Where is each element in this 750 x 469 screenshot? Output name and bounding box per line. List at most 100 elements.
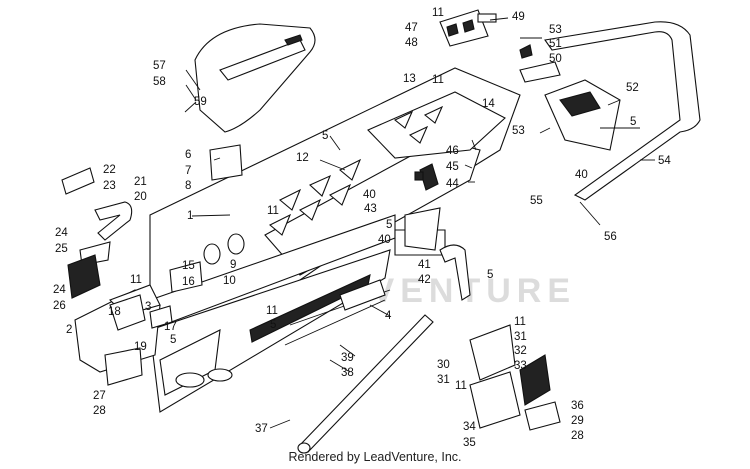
callout-55: 55: [530, 195, 543, 207]
callout-3: 3: [145, 301, 151, 313]
rear-bumper: [544, 21, 701, 201]
part-10-grommet: [227, 233, 245, 255]
callout-49: 49: [512, 11, 525, 23]
part-16-box: [169, 261, 203, 293]
hitch-bolt: [477, 13, 497, 23]
hitch-block: [439, 9, 497, 47]
footrest-hole-1: [175, 372, 205, 388]
callout-2: 2: [66, 324, 72, 336]
callout-4: 4: [385, 310, 392, 322]
callout-56: 56: [604, 231, 617, 243]
part-17-clip: [149, 305, 173, 329]
mount-tab: [519, 44, 533, 59]
bumper-tube: [544, 21, 701, 201]
callout-31b: 31: [437, 374, 450, 386]
callout-28a: 28: [93, 405, 106, 417]
vent-grille: [419, 163, 439, 191]
part-34-panel: [469, 371, 521, 429]
callout-31a: 31: [514, 331, 527, 343]
callout-6: 6: [185, 149, 191, 161]
right-parts: [404, 171, 561, 431]
callout-9: 9: [230, 259, 236, 271]
part-4-bracket: [339, 279, 386, 311]
rear-deck-panel: [367, 91, 506, 159]
callout-11d: 11: [130, 274, 142, 286]
callout-24a: 24: [55, 227, 68, 239]
callout-11c: 11: [267, 205, 279, 217]
callout-5c: 5: [487, 269, 493, 281]
callout-27: 27: [93, 390, 106, 402]
part-18-plate: [109, 294, 146, 331]
callout-24b: 24: [53, 284, 66, 296]
callout-46: 46: [446, 145, 459, 157]
seat-badge: [284, 34, 303, 46]
part-8-bracket: [209, 144, 243, 181]
part-30-panel: [469, 324, 516, 381]
part-9-grommet: [203, 243, 221, 265]
callout-40b: 40: [378, 234, 391, 246]
callout-13: 13: [403, 73, 416, 85]
callout-37: 37: [255, 423, 268, 435]
callout-41: 41: [418, 259, 431, 271]
callout-52: 52: [626, 82, 639, 94]
tunnel-cutouts: [269, 105, 444, 236]
callout-labels: 1 2 3 4 5 5 5 5 5 5 6 7 8 9 10 11 11 11 …: [53, 7, 671, 449]
callout-40c: 40: [575, 169, 588, 181]
part-29-plate: [524, 401, 561, 431]
callout-18: 18: [108, 306, 121, 318]
leader-lines: [184, 17, 655, 429]
callout-7: 7: [185, 165, 191, 177]
callout-11b: 11: [432, 74, 444, 86]
callout-5f: 5: [170, 334, 176, 346]
callout-51: 51: [549, 38, 562, 50]
callout-5d: 5: [630, 116, 636, 128]
callout-5b: 5: [386, 219, 392, 231]
callout-26: 26: [53, 300, 66, 312]
callout-57: 57: [153, 60, 166, 72]
footrest-hole-2: [207, 368, 233, 382]
part-41-bracket: [404, 207, 441, 251]
callout-58: 58: [153, 76, 166, 88]
callout-28b: 28: [571, 430, 584, 442]
callout-30: 30: [437, 359, 450, 371]
callout-40a: 40: [363, 189, 376, 201]
part-22: [61, 167, 95, 195]
callout-53a: 53: [549, 24, 562, 36]
callout-34: 34: [463, 421, 476, 433]
callout-11f: 11: [514, 316, 526, 328]
part-37-rod: [299, 314, 434, 453]
callout-50: 50: [549, 53, 562, 65]
part-24-handle: [94, 201, 133, 241]
callout-36: 36: [571, 400, 584, 412]
callout-25: 25: [55, 243, 68, 255]
callout-35: 35: [463, 437, 476, 449]
callout-5e: 5: [270, 319, 276, 331]
callout-43: 43: [364, 203, 377, 215]
callout-12: 12: [296, 152, 309, 164]
callout-44: 44: [446, 178, 459, 190]
callout-22: 22: [103, 164, 116, 176]
callout-32: 32: [514, 345, 527, 357]
footer-credit: Rendered by LeadVenture, Inc.: [288, 450, 462, 464]
callout-11g: 11: [455, 380, 467, 392]
taillight-housing: [544, 79, 621, 151]
callout-38: 38: [341, 367, 354, 379]
callout-19: 19: [134, 341, 147, 353]
callout-53b: 53: [512, 125, 525, 137]
callout-17: 17: [164, 321, 177, 333]
callout-45: 45: [446, 161, 459, 173]
part-44-nut: [414, 171, 424, 181]
callout-5a: 5: [322, 130, 328, 142]
callout-48: 48: [405, 37, 418, 49]
callout-11a: 11: [432, 7, 444, 19]
light-bracket: [519, 61, 561, 83]
part-24-grille: [67, 254, 101, 299]
callout-15: 15: [182, 260, 195, 272]
part-27-pad: [104, 347, 143, 386]
callout-21: 21: [134, 176, 147, 188]
callout-23: 23: [103, 180, 116, 192]
callout-54: 54: [658, 155, 671, 167]
callout-20: 20: [134, 191, 147, 203]
callout-29: 29: [571, 415, 584, 427]
